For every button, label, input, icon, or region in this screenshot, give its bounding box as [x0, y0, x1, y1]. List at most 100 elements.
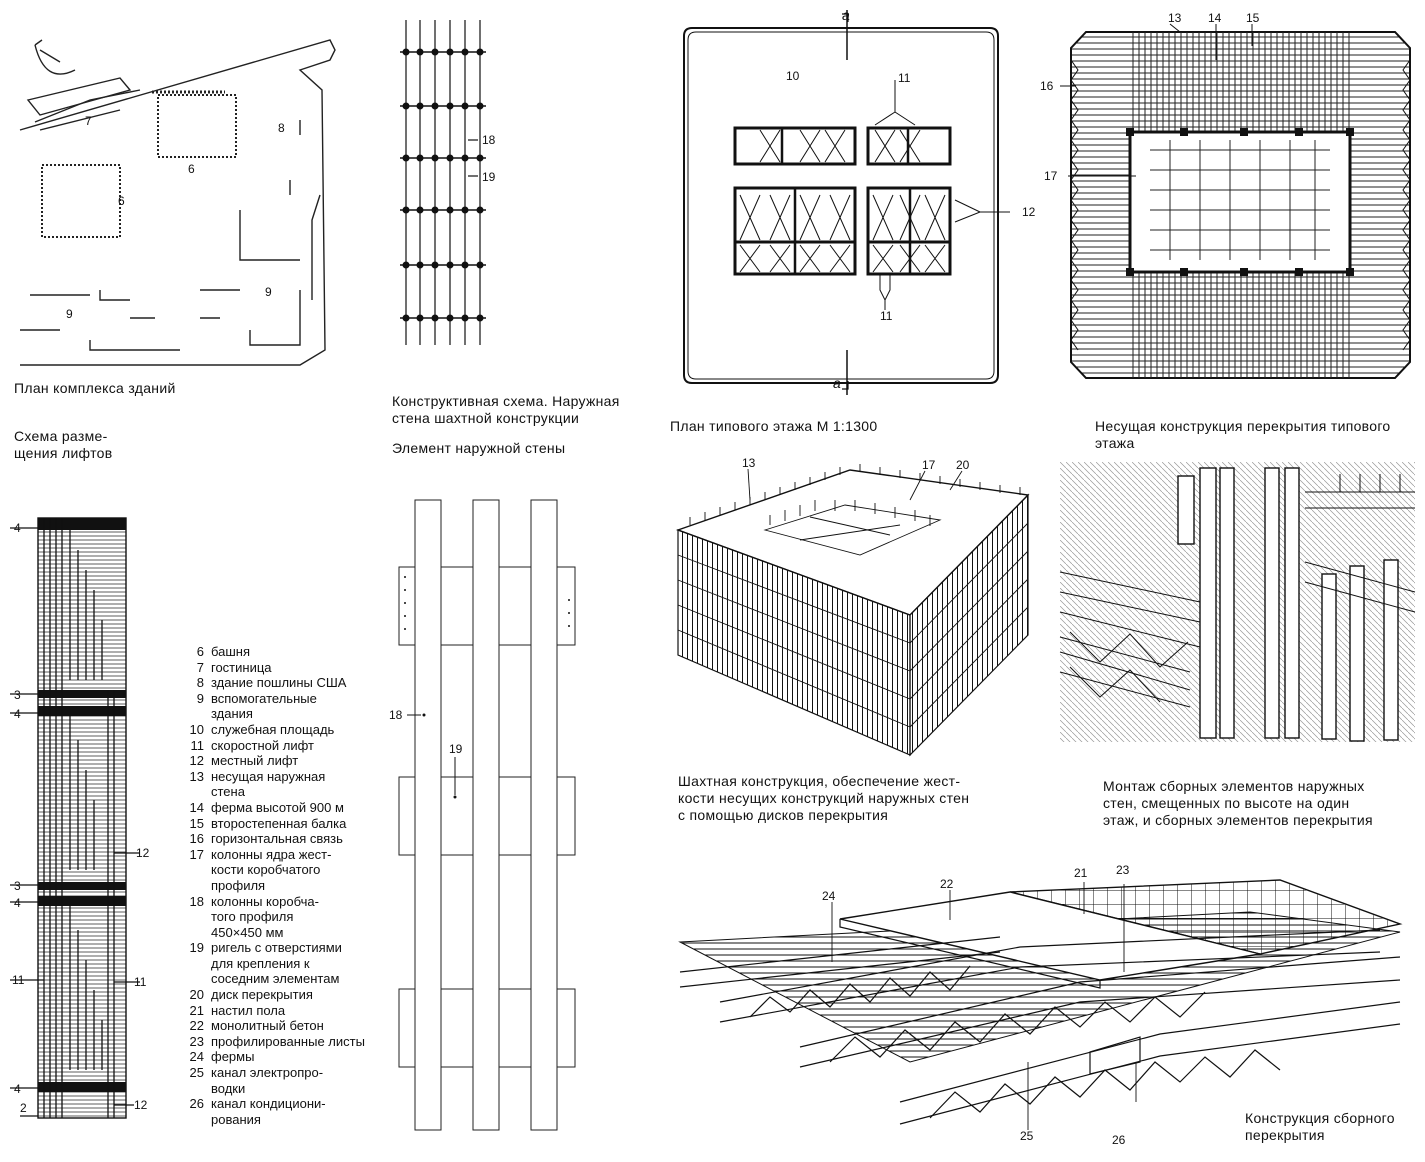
structure-label-17: 17 — [1044, 169, 1058, 183]
legend-text: скоростной лифт — [211, 737, 314, 753]
structure-label-15: 15 — [1246, 11, 1260, 25]
site-label-6b: 6 — [118, 194, 125, 208]
legend-text: горизонтальная связь — [211, 831, 343, 847]
site-plan-drawing: 7 8 6 6 9 9 — [0, 0, 350, 380]
lift-label-3b: 3 — [14, 879, 21, 893]
wall-label-18: 18 — [389, 708, 403, 722]
legend-number: 10 — [189, 721, 204, 737]
north-arrow-icon — [34, 44, 76, 75]
lift-label-11a: 11 — [12, 973, 25, 987]
lift-scheme-drawing: 4 3 4 3 4 11 11 12 4 2 12 — [0, 510, 160, 1135]
caption-wall-element: Элемент наружной стены — [392, 440, 566, 456]
floor-label-10: 10 — [786, 69, 800, 83]
legend-number: 21 — [189, 1002, 204, 1018]
tube-structure-drawing: 13 17 20 — [670, 455, 1045, 765]
legend-item: 12 местный лифт — [178, 753, 365, 769]
legend-text: местный лифт — [211, 753, 299, 769]
structure-label-13: 13 — [1168, 11, 1182, 25]
lift-label-12b: 12 — [134, 1098, 148, 1112]
scheme-label-19: 19 — [482, 170, 496, 184]
legend-item: 16 горизонтальная связь — [178, 831, 365, 847]
typical-floor-plan-drawing: 10 11 12 11 a a — [670, 0, 1036, 400]
floor-label-11b: 11 — [880, 309, 893, 323]
legend-item: 17 колонны ядра жест- кости коробчатого п… — [178, 847, 365, 894]
legend-number: 6 — [196, 644, 204, 659]
caption-prefab-floor: Конструкция сборного перекрытия — [1245, 1110, 1395, 1143]
legend-text: вспомогательные здания — [211, 690, 317, 722]
legend-item: 13 несущая наружная стена — [178, 769, 365, 800]
legend-text: настил пола — [211, 1002, 286, 1018]
site-label-7: 7 — [85, 114, 92, 128]
legend-item: 22 монолитный бетон — [178, 1018, 365, 1034]
prefab-label-23: 23 — [1116, 863, 1130, 877]
legend-number: 13 — [189, 768, 204, 784]
lift-scheme-svg: 4 3 4 3 4 11 11 12 4 2 12 — [10, 517, 150, 1119]
lift-label-4c: 4 — [14, 896, 21, 910]
legend-text: гостиница — [211, 659, 272, 675]
wall-label-19: 19 — [449, 742, 463, 756]
lift-label-4b: 4 — [14, 707, 21, 721]
structural-scheme-svg: 18 19 — [400, 20, 496, 345]
floor-structure-drawing: 13 14 15 16 17 — [1040, 10, 1425, 400]
legend-text: колонны ядра жест- кости коробчатого про… — [211, 846, 332, 893]
legend-number: 17 — [189, 846, 204, 862]
legend-item: 23 профилированные листы — [178, 1034, 365, 1050]
legend-text: колонны коробча- того профиля 450×450 мм — [211, 893, 319, 940]
legend-number: 7 — [196, 659, 204, 675]
site-label-8: 8 — [278, 121, 285, 135]
prefab-label-26: 26 — [1112, 1133, 1126, 1147]
tube-structure-svg: 13 17 20 — [675, 456, 1030, 757]
tube-label-20: 20 — [956, 458, 970, 472]
floor-label-12: 12 — [1022, 205, 1036, 219]
legend-text: несущая наружная стена — [211, 768, 326, 800]
legend-number: 11 — [190, 737, 205, 753]
structural-scheme-drawing: 18 19 — [390, 20, 510, 350]
prefab-floor-drawing: 24 22 21 23 25 26 — [660, 862, 1420, 1152]
structure-label-14: 14 — [1208, 11, 1222, 25]
legend-number: 20 — [189, 987, 204, 1003]
caption-typical-floor: План типового этажа М 1:1300 — [670, 418, 878, 434]
lift-label-3a: 3 — [14, 688, 21, 702]
lift-label-4a: 4 — [14, 521, 21, 535]
site-label-9a: 9 — [265, 285, 272, 299]
legend-text: профилированные листы — [211, 1033, 365, 1049]
tube-label-13: 13 — [742, 456, 756, 470]
floor-structure-svg: 13 14 15 16 17 — [1040, 11, 1411, 379]
legend-number: 25 — [189, 1065, 204, 1081]
legend-item: 25 канал электропро- водки — [178, 1065, 365, 1096]
lift-label-4d: 4 — [14, 1082, 21, 1096]
legend-item: 18 колонны коробча- того профиля 450×450 … — [178, 894, 365, 941]
legend-item: 21 настил пола — [178, 1003, 365, 1019]
legend-number: 15 — [189, 815, 204, 831]
legend-number: 23 — [189, 1033, 204, 1049]
lift-label-11b: 11 — [134, 975, 147, 989]
legend-text: канал электропро- водки — [211, 1065, 324, 1096]
wall-element-drawing: 18 19 — [385, 495, 585, 1135]
caption-structural-scheme: Конструктивная схема. Наружная стена шах… — [392, 393, 620, 426]
legend-number: 22 — [189, 1018, 204, 1034]
site-plan-svg: 7 8 6 6 9 9 — [19, 39, 336, 366]
lift-label-2: 2 — [20, 1101, 27, 1115]
legend-number: 18 — [189, 893, 204, 909]
caption-lift-scheme: Схема разме- щения лифтов — [14, 428, 113, 461]
legend-number: 16 — [189, 831, 204, 847]
caption-site-plan: План комплекса зданий — [14, 380, 176, 396]
wall-element-svg: 18 19 — [389, 499, 576, 1131]
legend-text: фермы — [211, 1049, 255, 1065]
legend-text: канал кондициони- рования — [211, 1096, 326, 1127]
legend-text: второстепенная балка — [211, 815, 347, 831]
floor-label-11a: 11 — [898, 71, 911, 85]
prefab-floor-svg: 24 22 21 23 25 26 — [678, 863, 1403, 1147]
legend-text: монолитный бетон — [211, 1018, 324, 1034]
legend-item: 7 гостиница — [178, 660, 365, 676]
legend-number: 12 — [189, 753, 204, 769]
caption-assembly: Монтаж сборных элементов наружных стен, … — [1103, 778, 1373, 828]
